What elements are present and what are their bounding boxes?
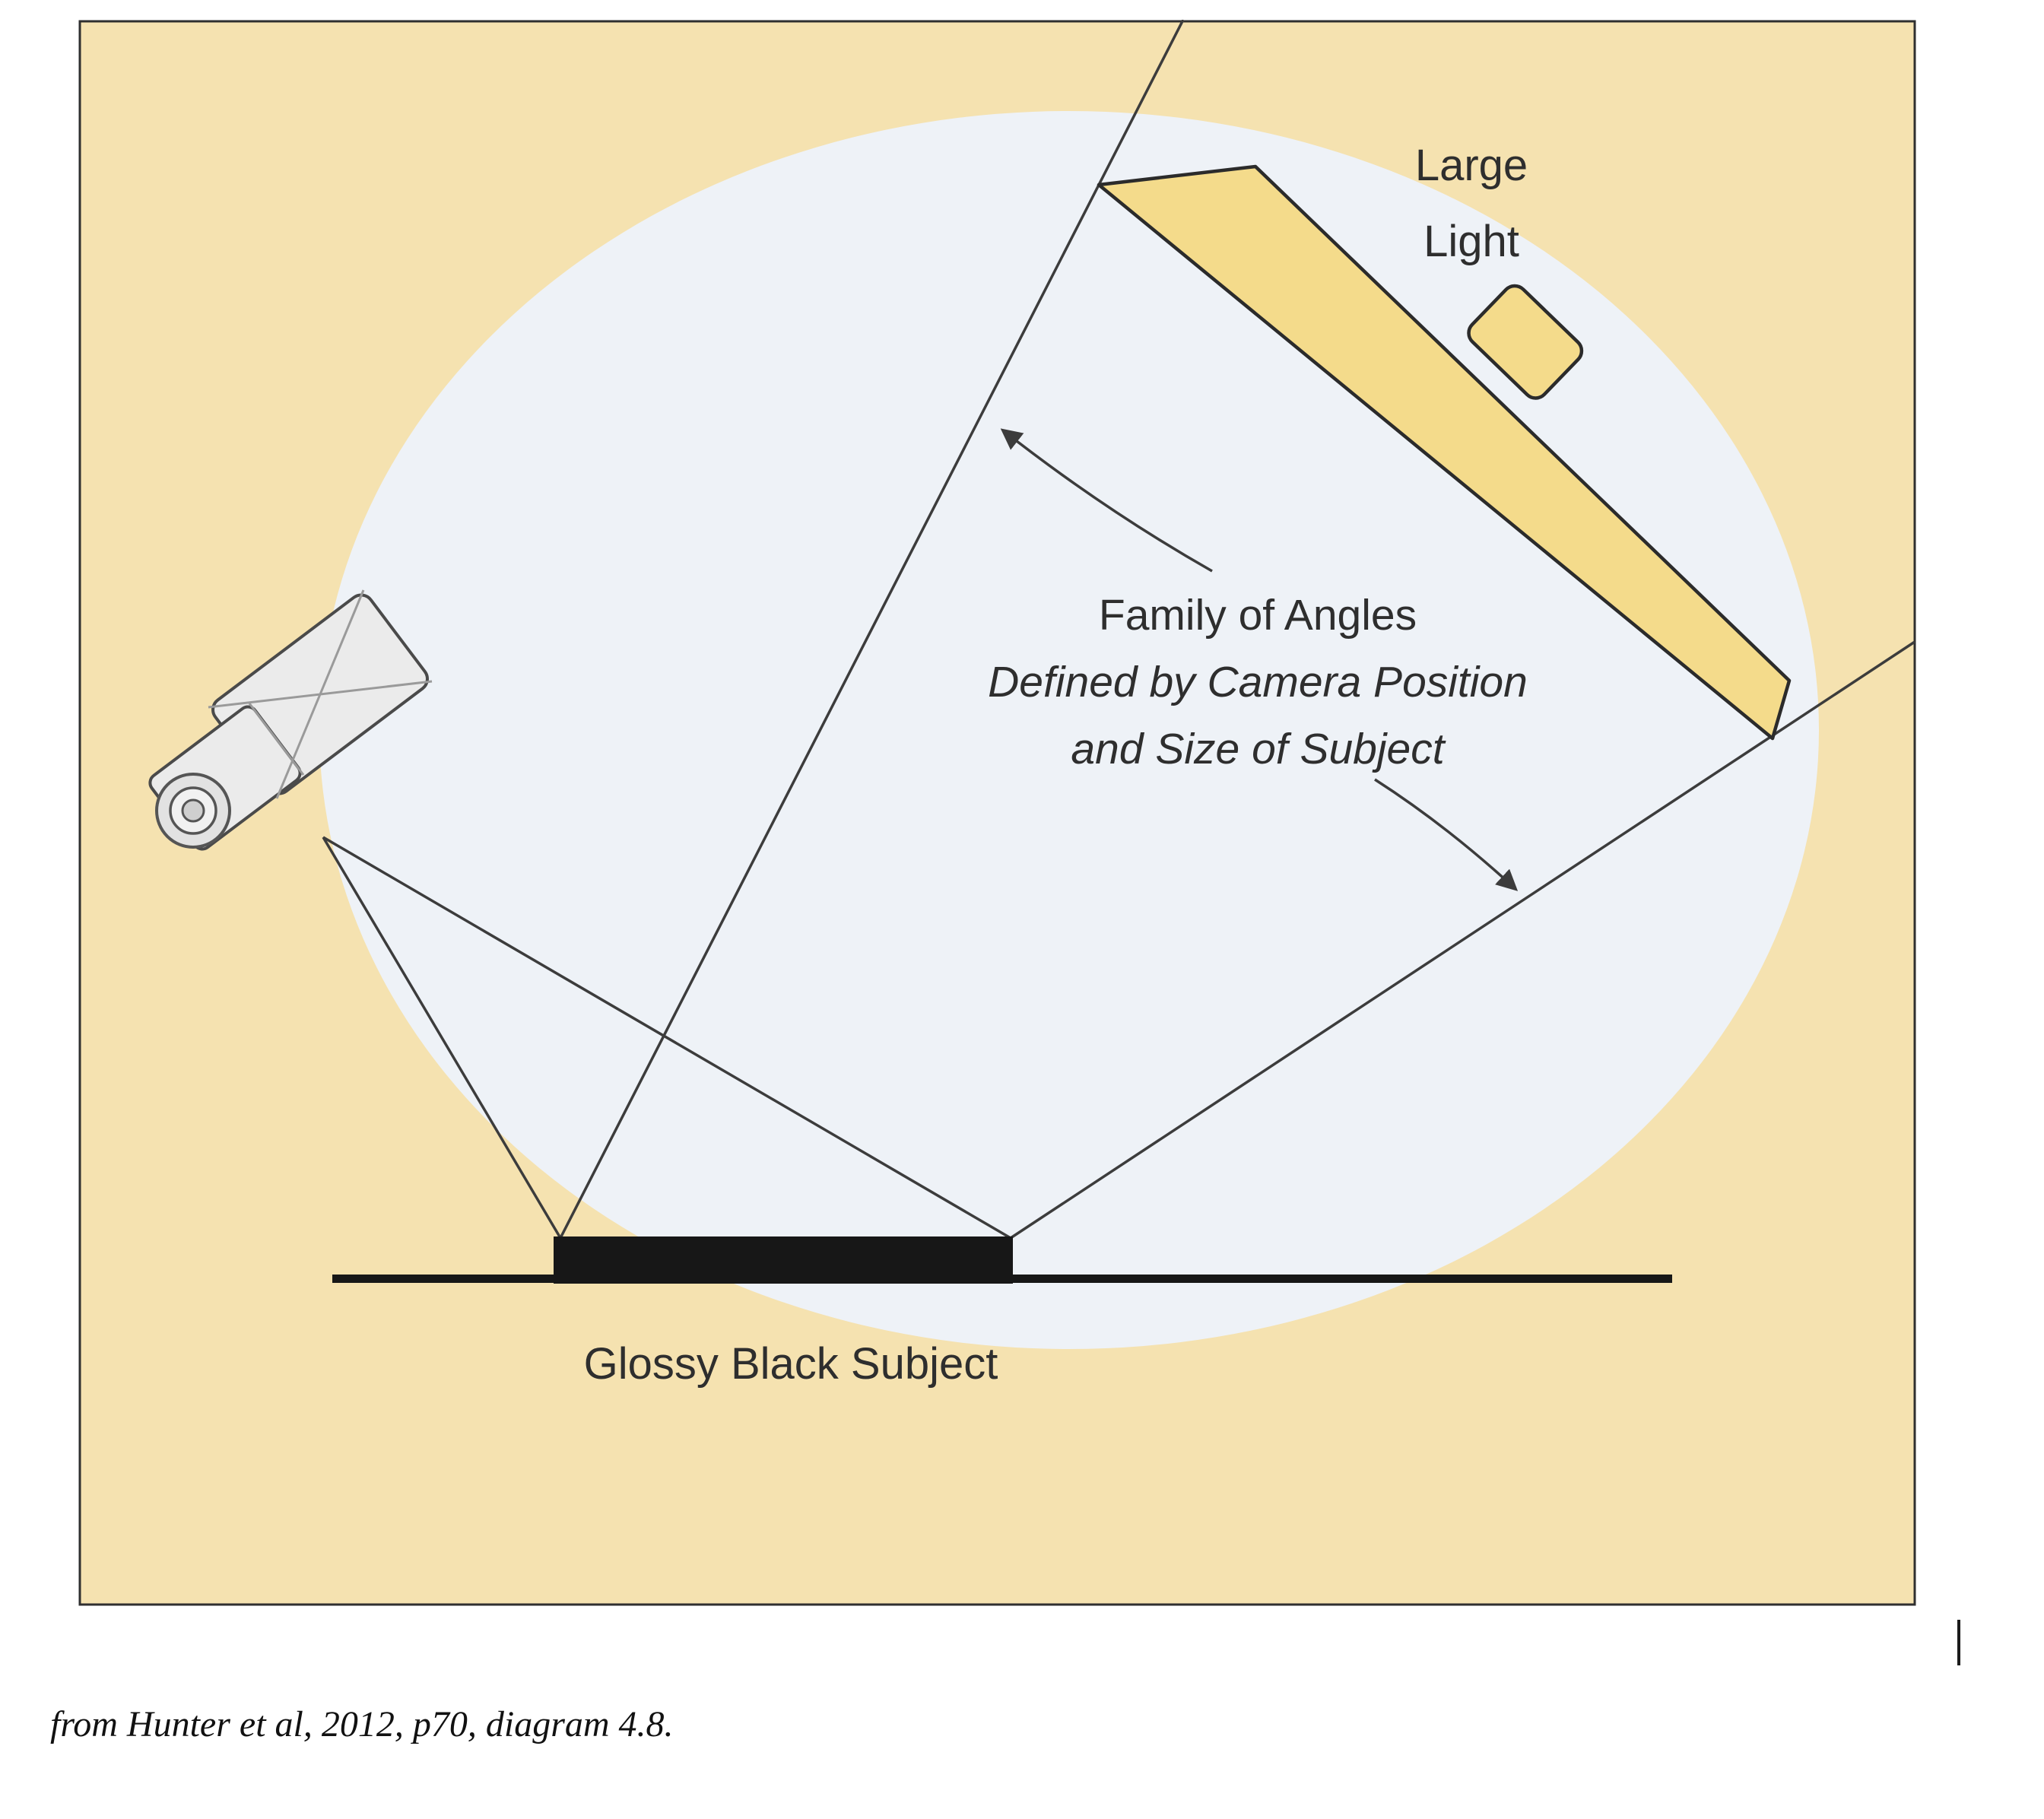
diagram-panel: Large Light Family of Angles Defined by … bbox=[78, 20, 1916, 1606]
lighting-diagram bbox=[78, 20, 1916, 1606]
large-light-line1: Large bbox=[1414, 141, 1528, 190]
angle-line-right bbox=[1010, 640, 1915, 1240]
large-light-line2: Light bbox=[1424, 217, 1519, 266]
label-family-of-angles: Family of Angles Defined by Camera Posit… bbox=[965, 582, 1550, 783]
camera-illustration bbox=[148, 589, 433, 851]
text-cursor-tick bbox=[1957, 1620, 1960, 1665]
camera-detail-lines bbox=[208, 589, 433, 799]
arrow-to-left-line bbox=[1000, 428, 1213, 573]
light-mount-knob bbox=[1467, 284, 1584, 400]
label-glossy-black-subject: Glossy Black Subject bbox=[583, 1339, 998, 1389]
camera-lens-inner-ring bbox=[181, 798, 205, 823]
family-line3: and Size of Subject bbox=[1071, 725, 1445, 773]
glossy-black-subject-bar bbox=[554, 1236, 1013, 1284]
large-light-panel bbox=[1097, 164, 1792, 741]
family-line2: Defined by Camera Position bbox=[988, 658, 1528, 706]
camera-line-right bbox=[322, 836, 1011, 1240]
camera-line-left bbox=[322, 836, 562, 1239]
arrow-to-right-line bbox=[1374, 778, 1519, 891]
label-large-light: Large Light bbox=[1369, 128, 1574, 280]
caption: from Hunter et al, 2012, p70, diagram 4.… bbox=[50, 1704, 674, 1744]
family-line1: Family of Angles bbox=[1098, 591, 1417, 640]
